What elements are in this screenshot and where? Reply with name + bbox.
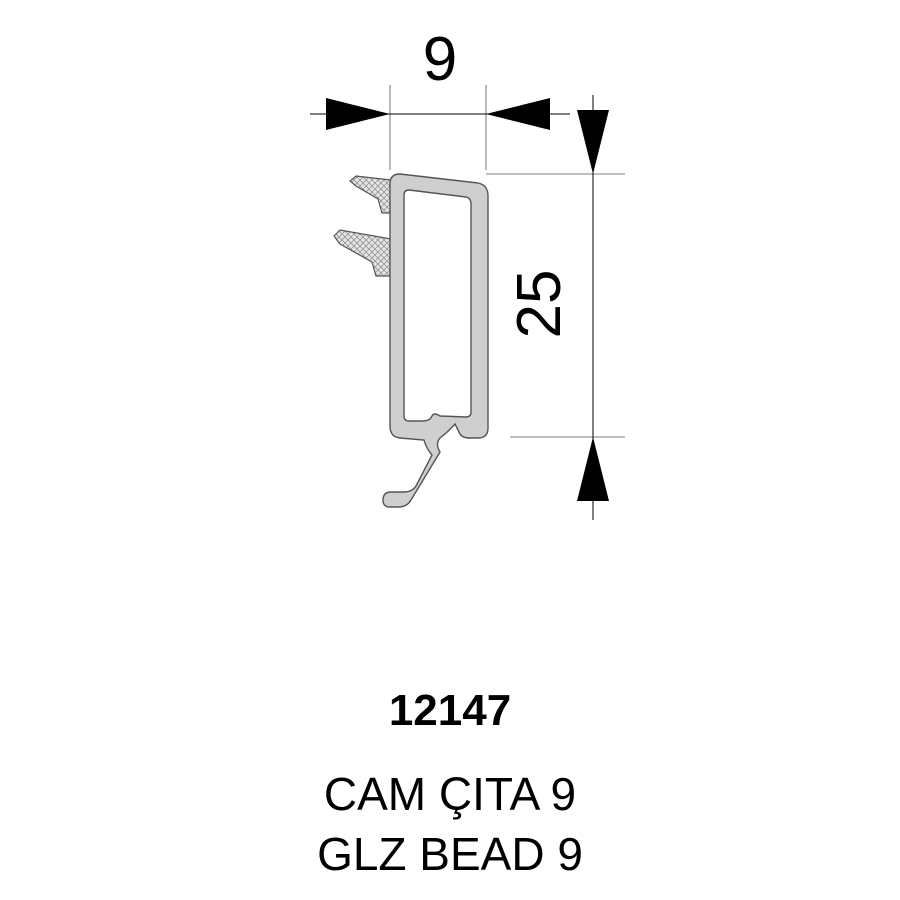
product-code: 12147 [388, 686, 512, 735]
upper-gasket-fin [349, 175, 392, 214]
product-name-turkish: CAM ÇITA 9 [323, 768, 577, 820]
width-arrow-right [486, 98, 550, 130]
height-label: 25 [505, 270, 574, 339]
glazing-bead-profile [333, 173, 489, 508]
width-dimension: 9 [310, 25, 570, 170]
height-arrow-top [577, 110, 609, 174]
width-label: 9 [423, 25, 457, 94]
height-arrow-bottom [577, 437, 609, 501]
product-name-english: GLZ BEAD 9 [317, 828, 583, 880]
width-arrow-left [326, 98, 390, 130]
lower-gasket-fin [333, 229, 392, 277]
profile-chamber [403, 189, 472, 422]
height-dimension: 25 [486, 95, 625, 520]
